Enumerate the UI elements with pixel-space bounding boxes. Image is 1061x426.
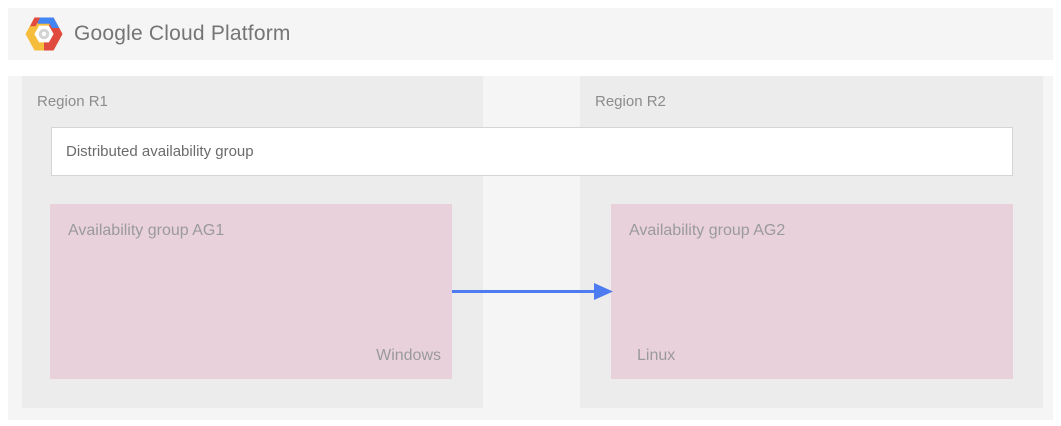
availability-group-ag2-label: Availability group AG2 (629, 222, 786, 239)
region-r1-label: Region R1 (37, 93, 108, 110)
brand-google-text: Google (74, 22, 143, 45)
ag2-os-label: Linux (637, 347, 676, 364)
region-r2-label: Region R2 (595, 93, 666, 110)
ag1-os-label: Windows (376, 347, 441, 364)
gcp-logo-icon (25, 17, 63, 51)
distributed-availability-group-box: Distributed availability group (51, 127, 1013, 176)
brand-cloud-platform-text: Cloud Platform (148, 22, 291, 45)
availability-group-ag1-label: Availability group AG1 (68, 222, 225, 239)
availability-group-ag1-box: Availability group AG1 Windows (50, 204, 452, 379)
distributed-availability-group-label: Distributed availability group (66, 143, 254, 160)
availability-group-ag2-box: Availability group AG2 Linux (611, 204, 1013, 379)
replication-arrow-icon (452, 283, 613, 300)
